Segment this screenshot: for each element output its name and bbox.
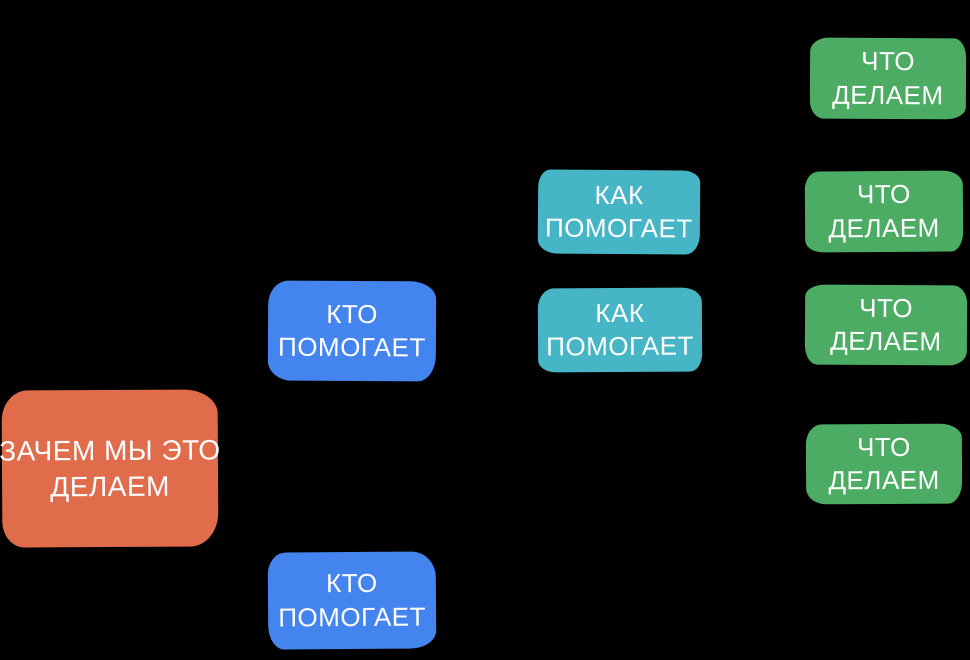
node-how-2[interactable]: КАК ПОМОГАЕТ: [537, 287, 703, 373]
node-label-line: ДЕЛАЕМ: [830, 325, 942, 357]
node-label-line: ПОМОГАЕТ: [546, 330, 695, 362]
node-what-4[interactable]: ЧТО ДЕЛАЕМ: [805, 423, 963, 505]
node-who-1[interactable]: КТО ПОМОГАЕТ: [267, 280, 437, 382]
node-who-2[interactable]: КТО ПОМОГАЕТ: [267, 551, 437, 650]
node-label-line: КАК: [595, 297, 645, 328]
node-what-1[interactable]: ЧТО ДЕЛАЕМ: [809, 37, 967, 120]
node-label-line: ПОМОГАЕТ: [544, 212, 693, 244]
node-label-line: ДЕЛАЕМ: [828, 212, 940, 243]
node-label-line: КАК: [594, 179, 644, 210]
node-label-line: ЗАЧЕМ МЫ ЭТО: [0, 434, 221, 467]
node-label-line: ДЕЛАЕМ: [50, 470, 171, 502]
node-label-line: ДЕЛАЕМ: [828, 464, 940, 496]
node-what-3[interactable]: ЧТО ДЕЛАЕМ: [804, 284, 968, 366]
node-label-line: ПОМОГАЕТ: [277, 331, 426, 363]
node-what-2[interactable]: ЧТО ДЕЛАЕМ: [804, 170, 964, 253]
node-label-line: ЧТО: [856, 179, 911, 210]
node-label-line: ЧТО: [859, 292, 914, 323]
node-label-line: ПОМОГАЕТ: [278, 600, 427, 633]
node-label-line: ДЕЛАЕМ: [832, 79, 944, 110]
node-label-line: ЧТО: [856, 431, 911, 462]
node-why[interactable]: ЗАЧЕМ МЫ ЭТО ДЕЛАЕМ: [0, 389, 221, 548]
node-label-line: КТО: [326, 298, 378, 329]
node-how-1[interactable]: КАК ПОМОГАЕТ: [537, 169, 701, 255]
node-label-line: ЧТО: [861, 46, 916, 77]
node-label-line: КТО: [325, 568, 378, 599]
